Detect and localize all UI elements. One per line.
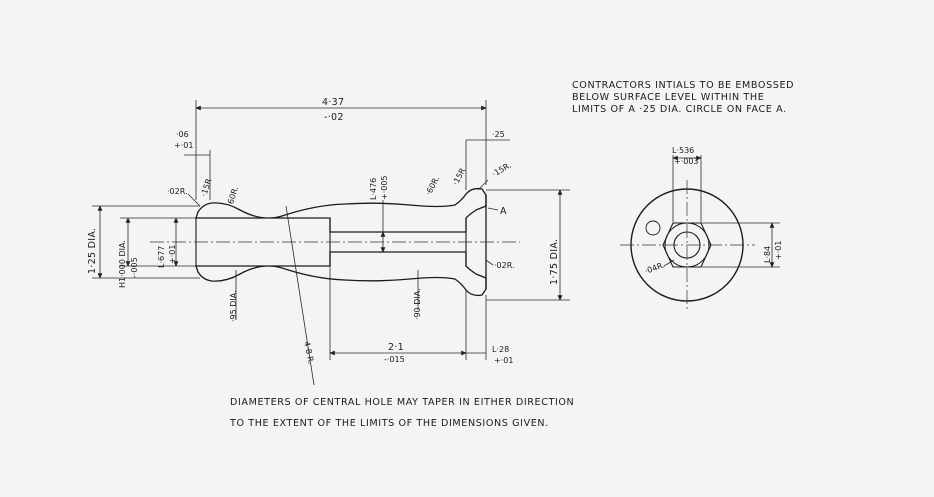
dim-l28-tol: +·01 xyxy=(494,356,513,365)
taper-note-line-2: TO THE EXTENT OF THE LIMITS OF THE DIMEN… xyxy=(229,418,549,429)
dim-l84: L·84 xyxy=(763,246,772,263)
radius-02-top: ·02R. xyxy=(167,187,188,196)
notes: CONTRACTORS INTIALS TO BE EMBOSSED BELOW… xyxy=(229,80,794,429)
side-section-view xyxy=(150,187,520,297)
side-view-dimensions: 4·37 -·02 ·06 +·01 ·25 ·02R. ·15R ·60R. … xyxy=(87,97,570,386)
radius-60-right: ·60R. xyxy=(424,175,442,197)
dim-l84-tol: +·01 xyxy=(774,241,783,260)
radius-48: 4·8 R. xyxy=(302,341,316,365)
radius-15-left: ·15R xyxy=(199,177,213,198)
dim-21: 2·1 xyxy=(388,342,404,353)
dim-l476-tol: +·005 xyxy=(380,175,389,200)
dim-dia-175: 1·75 DIA. xyxy=(549,239,560,285)
dim-l536-tol: +·003 xyxy=(674,157,699,166)
dim-hole-dia: H1·000 DIA. xyxy=(118,240,127,288)
radius-15-right-a: ·15R xyxy=(451,166,468,187)
face-a-label: A xyxy=(500,206,507,217)
lower-wall-section xyxy=(195,251,487,297)
initials-circle xyxy=(645,220,661,236)
contractor-note-line-2: BELOW SURFACE LEVEL WITHIN THE xyxy=(572,92,764,103)
radius-60-left: ·60R. xyxy=(225,185,240,207)
dim-06-tol: +·01 xyxy=(174,141,193,150)
dim-overall-length: 4·37 xyxy=(322,97,344,108)
taper-note-line-1: DIAMETERS OF CENTRAL HOLE MAY TAPER IN E… xyxy=(230,397,574,408)
dim-l677-tol: +·01 xyxy=(168,245,177,264)
contractor-note-line-1: CONTRACTORS INTIALS TO BE EMBOSSED xyxy=(572,80,794,91)
radius-04: ·04R. xyxy=(644,260,666,275)
dim-l536: L·536 xyxy=(672,146,694,155)
contractor-note-line-3: LIMITS OF A ·25 DIA. CIRCLE ON FACE A. xyxy=(572,104,787,115)
dim-dia-125: 1·25 DIA. xyxy=(87,228,98,274)
dim-25: ·25 xyxy=(492,130,505,139)
dim-dia-95: ·95 DIA. xyxy=(229,290,238,322)
dim-hole-dia-tol: -·005 xyxy=(130,257,139,278)
upper-wall-section xyxy=(195,187,487,233)
end-view: L·536 +·003 L·84 +·01 ·04R. xyxy=(620,146,783,310)
dim-l28: L·28 xyxy=(492,345,509,354)
radius-02-bottom: ·02R. xyxy=(494,261,515,270)
dim-dia-90: ·90 DIA. xyxy=(413,288,422,320)
dim-06: ·06 xyxy=(176,130,189,139)
dim-overall-length-tol: -·02 xyxy=(324,112,344,123)
dim-l677: L·677 xyxy=(157,246,166,268)
dim-l476: L·476 xyxy=(369,178,378,200)
dim-21-tol: -·015 xyxy=(384,355,405,364)
radius-15-right-b: ·15R. xyxy=(491,161,513,179)
